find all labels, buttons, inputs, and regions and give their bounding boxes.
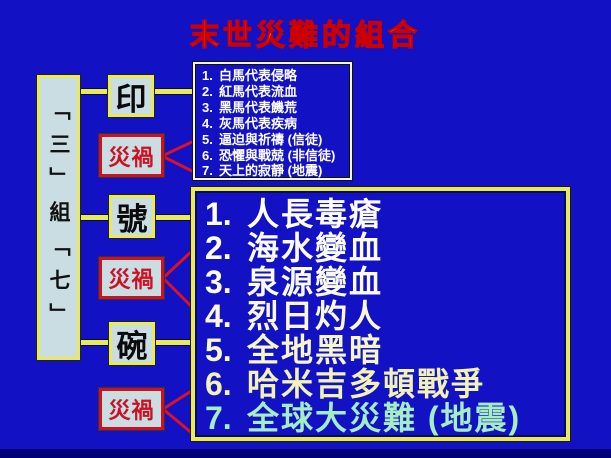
branch-box-trumpet: 號 — [109, 195, 155, 238]
disaster-label-1: 災禍 — [108, 144, 155, 170]
disaster-label-2: 災禍 — [108, 267, 155, 292]
list-item: 6.哈米吉多頓戰爭 — [205, 366, 486, 402]
disaster-box-2: 災禍 — [99, 257, 164, 299]
connector-line-trumpet-right — [151, 215, 193, 220]
branch-box-seal: 印 — [108, 75, 154, 117]
connector-line-trumpet-left — [78, 215, 111, 220]
slide-bottom-edge — [0, 449, 611, 458]
disaster-arrow-2 — [160, 248, 195, 310]
list-item: 5.全地黑暗 — [205, 332, 384, 368]
page-title: 末世災難的組合 — [189, 19, 421, 52]
disaster-label-3: 災禍 — [108, 398, 155, 423]
connector-line-seal-left — [78, 89, 110, 94]
disaster-box-1: 災禍 — [99, 134, 164, 177]
bowl-list-box: 1.人長毒瘡 2.海水變血 3.泉源變血 4.烈日灼人 5.全地黑暗 6.哈米吉… — [191, 187, 570, 441]
list-item: 2.海水變血 — [205, 230, 384, 266]
list-item: 5.逼迫與祈禱 (信徒) — [202, 131, 323, 147]
branch-label-trumpet: 號 — [116, 202, 148, 237]
list-item: 1.白馬代表侵略 — [202, 68, 298, 83]
disaster-arrow-1 — [158, 139, 195, 174]
list-item: 3.黑馬代表饑荒 — [202, 99, 298, 115]
group-label-box: 「三」組「七」 — [37, 75, 80, 360]
branch-box-bowl: 碗 — [109, 322, 155, 365]
group-label-text: 「三」組「七」 — [47, 98, 70, 337]
connector-line-seal-right — [152, 89, 195, 94]
branch-label-seal: 印 — [115, 81, 147, 117]
branch-label-bowl: 碗 — [116, 329, 148, 364]
list-item: 7.天上的寂靜 (地震) — [202, 163, 323, 179]
list-item: 6.恐懼與戰兢 (非信徒) — [202, 147, 336, 163]
seal-list-box: 1.白馬代表侵略 2.紅馬代表流血 3.黑馬代表饑荒 4.灰馬代表疾病 5.逼迫… — [193, 62, 352, 180]
list-item: 3.泉源變血 — [205, 264, 384, 300]
list-item: 4.烈日灼人 — [205, 298, 384, 334]
list-item: 7.全球大災難 (地震) — [205, 400, 522, 436]
list-item: 4.灰馬代表疾病 — [202, 115, 298, 131]
disaster-arrow-3 — [160, 388, 194, 436]
list-item: 1.人長毒瘡 — [205, 196, 384, 232]
connector-line-bowl-right — [153, 340, 193, 345]
list-item: 2.紅馬代表流血 — [202, 83, 298, 99]
disaster-box-3: 災禍 — [99, 388, 164, 430]
connector-line-bowl-left — [78, 340, 111, 345]
